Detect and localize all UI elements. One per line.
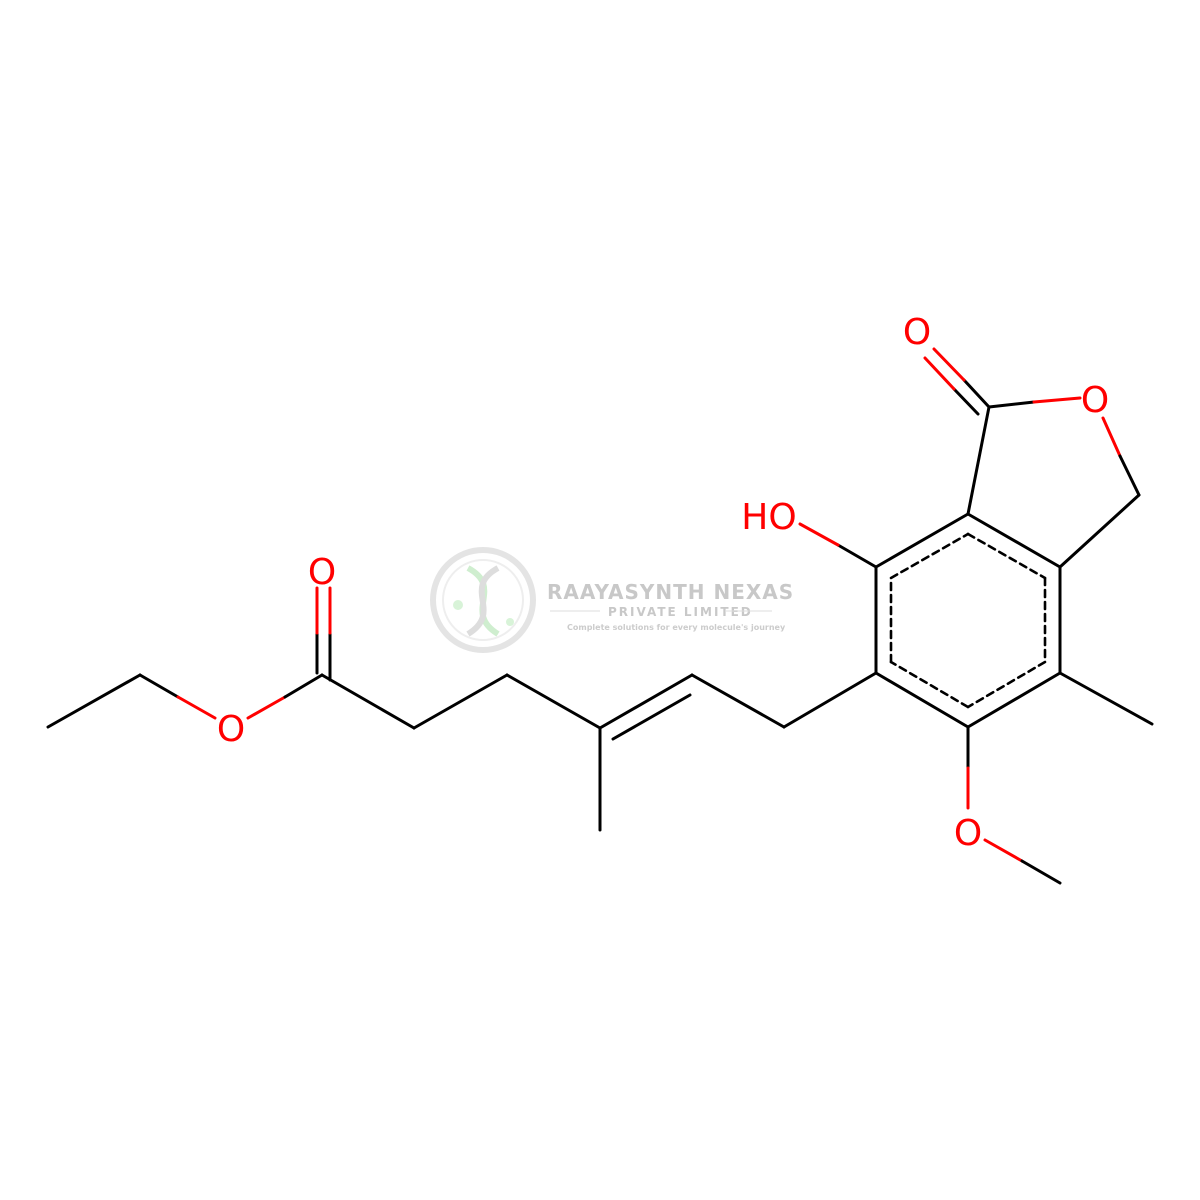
bond-ester-o-red: [246, 695, 287, 720]
bond-chain-2: [412, 673, 509, 730]
bond-lactone-co-1b: [932, 347, 966, 382]
atom-label-lactone-carbonyl-o: O: [903, 312, 931, 353]
bond-lactone-2-black: [987, 400, 1036, 409]
bonds: [46, 347, 1154, 885]
watermark: RAAYASYNTH NEXAS PRIVATE LIMITED Complet…: [430, 547, 794, 653]
atom-label-ester-carbonyl-o: O: [308, 552, 336, 593]
bond-chain-5: [782, 671, 878, 729]
bond-lactone-co-2b: [923, 356, 956, 391]
bond-oh-black: [836, 543, 878, 569]
bond-ethyl-ch3: [46, 673, 142, 729]
atom-label-hydroxyl: HO: [741, 497, 796, 538]
bond-lactone-3-red: [1101, 416, 1122, 458]
aromatic-inner-ring: [889, 532, 1047, 709]
bond-methoxy-2-black: [1020, 859, 1062, 885]
bond-chain-1: [320, 673, 416, 730]
bond-ring-e: [966, 671, 1062, 729]
dna-helix-logo-icon: [430, 547, 536, 653]
bond-chain-3: [505, 673, 602, 730]
bond-chain-4: [690, 673, 786, 729]
bond-lactone-1: [966, 405, 991, 516]
bond-ring-c: [966, 512, 1062, 569]
watermark-subtitle: PRIVATE LIMITED: [608, 605, 753, 619]
bond-lactone-3-black: [1118, 454, 1141, 497]
bond-ring-b: [874, 512, 970, 569]
atom-labels: O O HO O O O: [217, 312, 1109, 854]
bond-ester-o-black: [283, 673, 324, 699]
bond-alkene-1: [598, 673, 694, 730]
atom-label-methoxy-o: O: [954, 813, 982, 854]
bond-ethyl-o-red: [176, 695, 217, 720]
bond-lactone-co-1a: [962, 378, 991, 409]
bond-oh-red: [798, 522, 840, 547]
atom-label-ester-o: O: [217, 709, 245, 750]
atom-label-lactone-ring-o: O: [1081, 380, 1109, 421]
watermark-tagline: Complete solutions for every molecule's …: [567, 623, 786, 632]
bond-alkene-2: [611, 693, 692, 741]
bond-ring-f: [874, 671, 970, 729]
bond-aryl-methyl: [1058, 671, 1154, 726]
watermark-company-name: RAAYASYNTH NEXAS: [547, 580, 794, 604]
bond-lactone-co-2a: [952, 387, 980, 416]
bond-lactone-2-red: [1032, 396, 1082, 404]
bond-ethyl-o-black: [138, 673, 180, 699]
bond-lactone-4: [1058, 493, 1141, 569]
bond-methoxy-2-red: [983, 838, 1024, 863]
